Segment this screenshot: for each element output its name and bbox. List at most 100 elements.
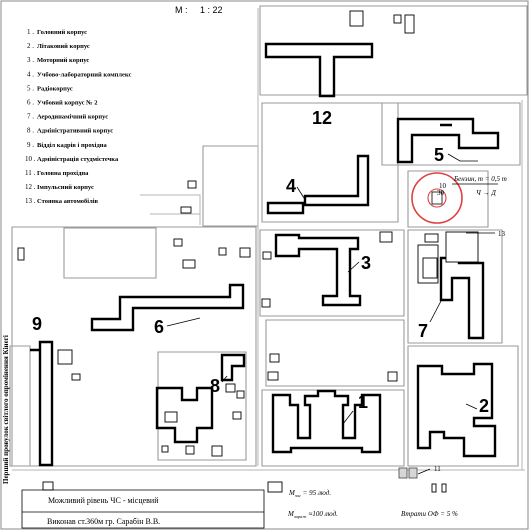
building-8 bbox=[220, 353, 246, 382]
small-structure bbox=[422, 257, 438, 279]
small-structure bbox=[211, 445, 223, 457]
legend-number: 9 . bbox=[27, 141, 34, 149]
small-structure bbox=[71, 373, 81, 381]
legend-label: Головний корпус bbox=[37, 29, 87, 36]
small-structure bbox=[261, 298, 271, 308]
legend-label: Головна прохідна bbox=[37, 170, 89, 177]
m-risk-value: ≈100 люд. bbox=[309, 510, 339, 518]
legend-number: 4 . bbox=[27, 70, 34, 78]
m-total-subscript: заг bbox=[294, 493, 301, 498]
block-outline bbox=[407, 345, 519, 467]
benzin-annotation: Бензин, m = 0,5 т bbox=[453, 175, 507, 183]
legend-number: 10 . bbox=[25, 155, 36, 163]
small-structure bbox=[349, 10, 364, 27]
building-5 bbox=[396, 117, 500, 164]
map-label-2: 2 bbox=[479, 396, 489, 416]
map-label-5: 5 bbox=[434, 145, 444, 165]
small-structure bbox=[387, 371, 398, 382]
m-total-symbol: Мзаг= 95 люд. bbox=[288, 489, 331, 498]
small-structure bbox=[164, 411, 178, 423]
m-total-value: = 95 люд. bbox=[303, 489, 332, 497]
label-leader bbox=[447, 153, 478, 162]
label-leader bbox=[342, 410, 354, 425]
label-leader bbox=[166, 317, 201, 327]
label-leader bbox=[347, 261, 360, 273]
block-outline bbox=[407, 170, 489, 228]
m-risk-subscript: зараж bbox=[293, 514, 308, 519]
hazard-distance-label: 30 bbox=[437, 189, 445, 197]
building-6 bbox=[90, 283, 245, 332]
map-label-4: 4 bbox=[286, 176, 296, 196]
legend-label: Учбово-лабораторний комплекс bbox=[37, 71, 131, 78]
block-outline bbox=[259, 5, 528, 96]
small-structure bbox=[161, 445, 169, 453]
block-outline bbox=[261, 102, 399, 223]
legend-label: Літаковий корпус bbox=[37, 43, 90, 50]
hazard-outer-circle bbox=[411, 172, 463, 224]
direction-annotation: Ч → Д bbox=[476, 189, 496, 197]
small-structure bbox=[239, 247, 251, 258]
small-structure bbox=[267, 371, 279, 381]
building-3 bbox=[274, 233, 362, 307]
small-structure bbox=[441, 483, 447, 493]
small-structure bbox=[267, 481, 283, 493]
hazard-source bbox=[431, 191, 443, 205]
map-label-8: 8 bbox=[210, 376, 220, 396]
small-structure bbox=[379, 231, 393, 243]
legend-label: Адміністративний корпус bbox=[37, 128, 113, 135]
m-total-label: М bbox=[288, 489, 296, 497]
legend-number: 5 . bbox=[27, 84, 34, 92]
map-label-1: 1 bbox=[358, 392, 368, 412]
map-label-12: 12 bbox=[312, 108, 332, 128]
map-label-13: 13 bbox=[498, 230, 506, 238]
legend-label: Моторний корпус bbox=[37, 57, 89, 64]
losses-annotation: Втрати ОФ = 5 % bbox=[401, 510, 458, 518]
small-structure bbox=[404, 14, 415, 34]
annotations: Бензин, m = 0,5 т Ч → Д Мзаг= 95 люд. Мз… bbox=[287, 175, 507, 519]
hazard-inner-circle bbox=[427, 188, 447, 208]
m-risk-label: М bbox=[287, 510, 295, 518]
legend-number: 11 . bbox=[25, 169, 35, 177]
side-street-label: Перший провулок світлого опромінення Кін… bbox=[2, 335, 10, 484]
block-outline bbox=[11, 226, 257, 467]
footer: Можливий рівень ЧС - місцевий Виконав ст… bbox=[21, 489, 265, 529]
small-structure bbox=[180, 206, 192, 214]
label-leader bbox=[429, 300, 442, 323]
small-structure bbox=[424, 233, 439, 243]
legend-label: Відділ кадрів і прохідна bbox=[37, 142, 108, 149]
legend-number: 8 . bbox=[27, 127, 34, 135]
block-outline bbox=[381, 102, 521, 166]
block-outline bbox=[265, 319, 405, 387]
block-outline bbox=[63, 227, 157, 279]
small-structure bbox=[431, 483, 437, 493]
small-structure bbox=[262, 251, 272, 260]
label-leader bbox=[465, 403, 478, 410]
small-structure bbox=[173, 238, 183, 247]
footer-box bbox=[21, 489, 265, 529]
legend-number: 1 . bbox=[27, 28, 34, 36]
map-label-11: 11 bbox=[434, 465, 441, 473]
building-2 bbox=[416, 362, 497, 458]
legend-number: 2 . bbox=[27, 42, 34, 50]
small-structure bbox=[17, 247, 25, 261]
small-structure bbox=[225, 383, 236, 393]
map-label-7: 7 bbox=[418, 321, 428, 341]
legend-label: Учбовий корпус № 2 bbox=[37, 100, 98, 107]
block-outline bbox=[259, 229, 405, 317]
label-leader bbox=[296, 186, 305, 199]
scale-value: 1 : 22 bbox=[200, 5, 223, 15]
m-risk-symbol: Мзараж≈100 люд. bbox=[287, 510, 338, 519]
legend-number: 7 . bbox=[27, 113, 34, 121]
legend-label: Імпульсний корпус bbox=[37, 184, 94, 191]
hazard-zone: 10 30 bbox=[411, 172, 498, 224]
building-8-annex bbox=[155, 386, 214, 444]
checkpoint-block bbox=[398, 467, 408, 479]
legend-number: 12 . bbox=[25, 183, 36, 191]
block-outline bbox=[261, 389, 405, 467]
building-13 bbox=[445, 231, 479, 263]
small-structure bbox=[269, 353, 280, 363]
building-1 bbox=[271, 389, 382, 454]
map-label-10: 10 bbox=[439, 182, 447, 190]
